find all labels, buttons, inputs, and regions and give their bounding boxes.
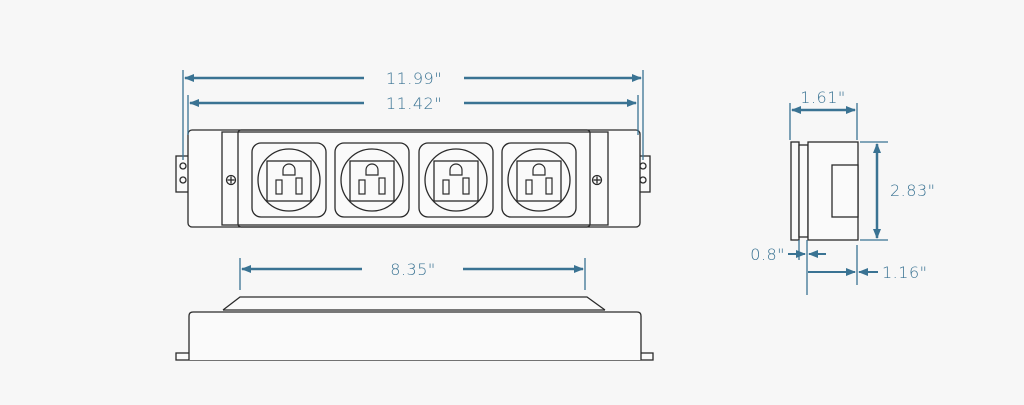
nema-5-15-outlet-icon — [251, 142, 327, 218]
cover-length-label: 8.35" — [390, 260, 435, 279]
dimension-side-width: 1.61" — [789, 88, 858, 140]
screw-icon — [591, 174, 603, 186]
dimension-mounting-length: 11.42" — [187, 94, 639, 135]
nema-5-15-outlet-icon — [334, 142, 410, 218]
side-height-label: 2.83" — [890, 181, 935, 200]
side-width-label: 1.61" — [800, 88, 845, 107]
front-view — [175, 129, 651, 228]
bottom-cover — [222, 296, 606, 311]
side-flange — [790, 141, 800, 241]
dimension-cover-length: 8.35" — [239, 258, 586, 290]
flange-thickness-label: 0.8" — [750, 245, 785, 264]
dimension-body-depth: 1.16" — [808, 245, 927, 285]
body-depth-label: 1.16" — [882, 263, 927, 282]
side-outlet-face — [831, 164, 859, 218]
overall-length-label: 11.99" — [386, 69, 442, 88]
dimension-overall-length: 11.99" — [182, 69, 644, 160]
mounting-hole-icon — [179, 176, 187, 184]
bottom-view — [175, 296, 654, 361]
dimension-side-height: 2.83" — [860, 141, 935, 241]
side-gasket — [798, 144, 809, 238]
dimension-flange-thickness: 0.8" — [750, 240, 826, 295]
mounting-length-label: 11.42" — [386, 94, 442, 113]
nema-5-15-outlet-icon — [501, 142, 577, 218]
mounting-hole-icon — [179, 162, 187, 170]
outlet-bezel — [237, 129, 591, 228]
screw-icon — [225, 174, 237, 186]
bottom-body — [188, 311, 642, 360]
nema-5-15-outlet-icon — [418, 142, 494, 218]
side-view — [790, 141, 859, 241]
